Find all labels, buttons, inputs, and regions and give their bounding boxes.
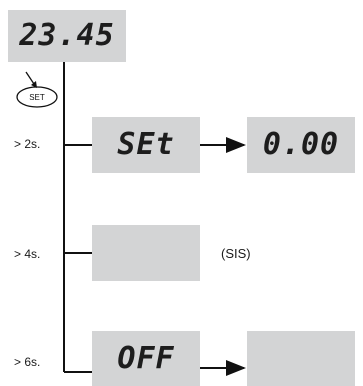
display-set: SEt <box>92 117 200 173</box>
display-off: OFF <box>92 331 200 386</box>
sis-note: (SIS) <box>221 246 251 261</box>
display-result-6s <box>247 331 355 386</box>
press-arrow-icon <box>25 71 37 88</box>
time-label-6s: > 6s. <box>14 355 41 369</box>
time-label-4s: > 4s. <box>14 247 41 261</box>
time-label-2s: > 2s. <box>14 137 41 151</box>
display-off-value: OFF <box>117 340 175 376</box>
display-result-2s: 0.00 <box>247 117 355 173</box>
display-result-2s-value: 0.00 <box>262 127 340 162</box>
display-set-value: SEt <box>117 127 175 162</box>
display-blank-4s <box>92 225 200 281</box>
set-button-label: SET <box>29 93 45 102</box>
set-button[interactable]: SET <box>16 86 58 108</box>
top-display-value: 23.45 <box>19 18 115 53</box>
top-display: 23.45 <box>8 10 126 62</box>
